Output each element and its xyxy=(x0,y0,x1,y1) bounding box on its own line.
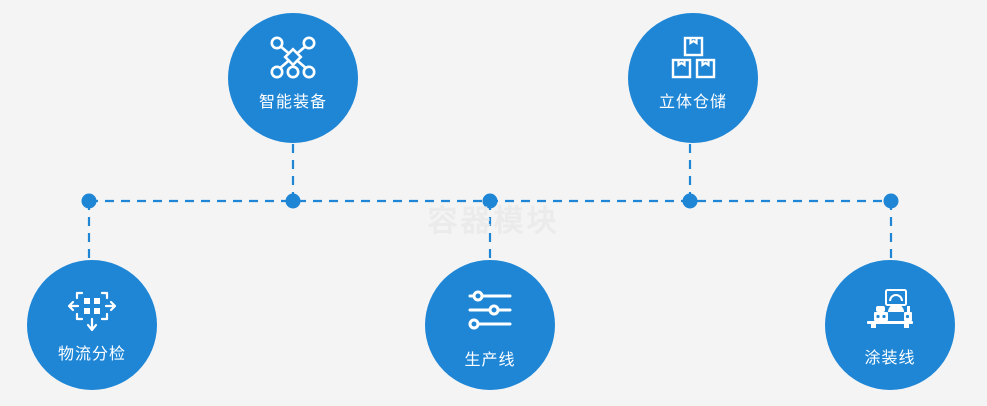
watermark-label: 容器模块 xyxy=(427,204,560,239)
stacked-boxes-icon xyxy=(667,35,719,81)
sorting-arrows-icon xyxy=(66,286,118,332)
node-label-production: 生产线 xyxy=(464,350,516,369)
network-nodes-icon xyxy=(267,35,319,81)
node-warehouse[interactable]: 立体仓储 xyxy=(628,13,758,143)
node-label-equipment: 智能装备 xyxy=(258,92,327,111)
node-label-warehouse: 立体仓储 xyxy=(658,92,727,111)
node-production[interactable]: 生产线 xyxy=(425,260,555,390)
node-equipment[interactable]: 智能装备 xyxy=(228,13,358,143)
node-logistics[interactable]: 物流分检 xyxy=(27,260,157,390)
sliders-icon xyxy=(464,288,516,334)
node-label-logistics: 物流分检 xyxy=(57,344,126,363)
node-paint[interactable]: 涂装线 xyxy=(825,260,955,390)
node-label-paint: 涂装线 xyxy=(864,348,916,367)
painting-machine-icon xyxy=(864,288,916,334)
